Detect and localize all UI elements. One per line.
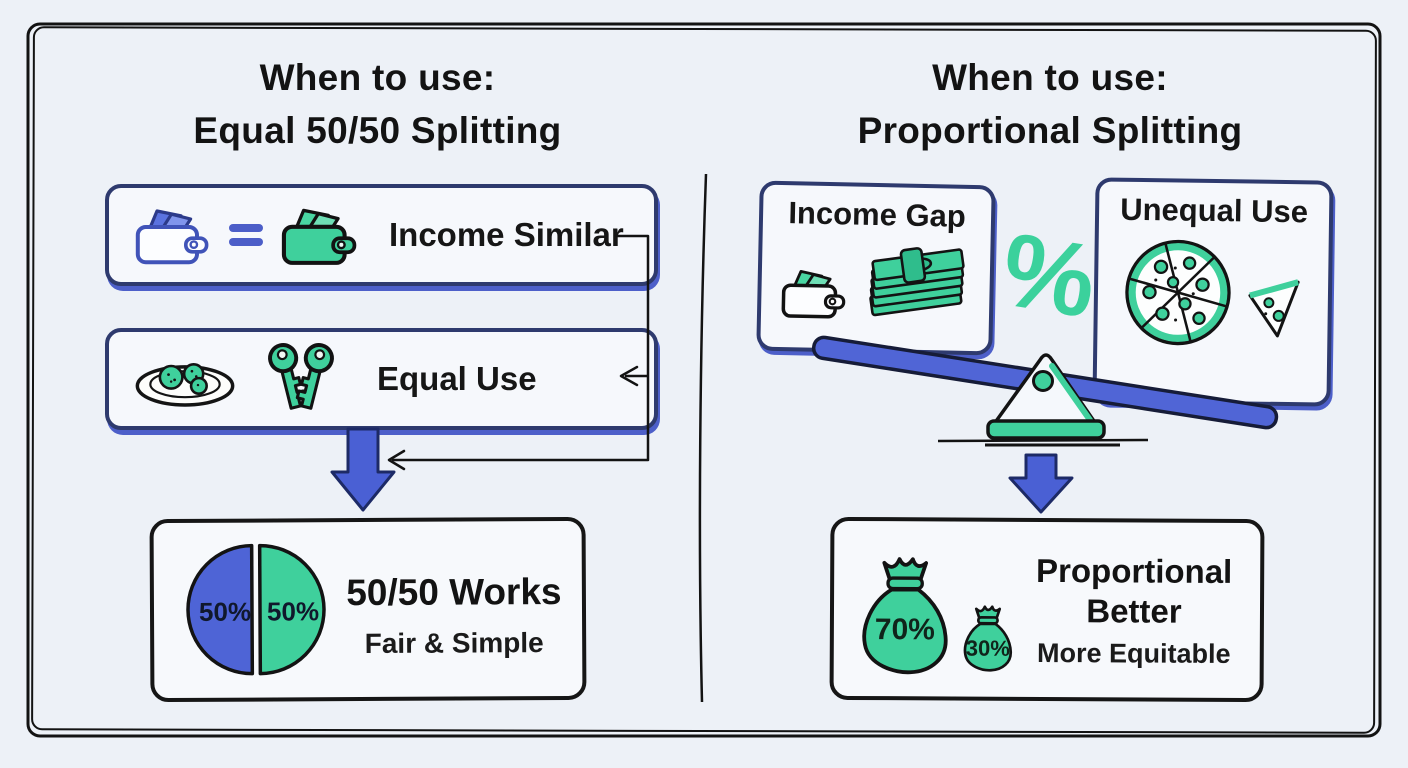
wallet-small-icon [781,270,846,319]
right-down-arrow-icon [1008,453,1074,514]
equal-use-label: Equal Use [377,360,537,397]
pizza-icon [1125,239,1231,346]
proportional-title-line2: Better [1086,592,1182,630]
right-title-line1: When to use: [932,57,1168,98]
left-title: When to use: Equal 50/50 Splitting [85,52,670,157]
left-down-arrow-icon [330,427,396,512]
fifty-fifty-title: 50/50 Works [346,570,562,614]
bag-large-label: 70% [874,613,935,647]
plate-of-food-icon [135,362,235,407]
unequal-use-box: Unequal Use [1092,177,1334,407]
right-title-line2: Proportional Splitting [857,109,1243,151]
income-gap-box: Income Gap [756,180,996,356]
money-stack-icon [869,247,965,317]
unequal-use-label: Unequal Use [1120,191,1309,230]
wallet-green-icon [281,208,357,265]
fifty-fifty-subtitle: Fair & Simple [364,627,544,660]
wallet-light-icon [135,209,209,265]
income-similar-label: Income Similar [389,216,624,253]
connector-arrowhead-bottom [387,449,406,471]
fifty-fifty-result-box: 50% 50% 50/50 Works Fair & Simple [149,516,587,703]
proportional-result-box: 70% 30% Proportional Better More Equitab… [829,516,1265,703]
left-title-line2: Equal 50/50 Splitting [193,109,562,151]
proportional-subtitle: More Equitable [1036,637,1231,669]
keys-icon [268,343,334,410]
fulcrum-triangle [992,353,1098,426]
bag-small-label: 30% [965,635,1010,661]
equals-icon [229,224,263,246]
left-title-line1: When to use: [259,57,496,98]
center-divider [698,173,708,703]
right-title: When to use: Proportional Splitting [780,52,1320,157]
pie-right-label: 50% [266,596,320,627]
proportional-title-line1: Proportional [1036,551,1233,590]
equal-use-box: Equal Use [105,328,658,430]
ground-line [937,438,1149,443]
income-gap-label: Income Gap [788,195,967,234]
income-similar-box: Income Similar [105,184,658,286]
fulcrum-base [986,419,1106,440]
pie-left-label: 50% [198,596,252,627]
pizza-slice-icon [1248,279,1300,338]
